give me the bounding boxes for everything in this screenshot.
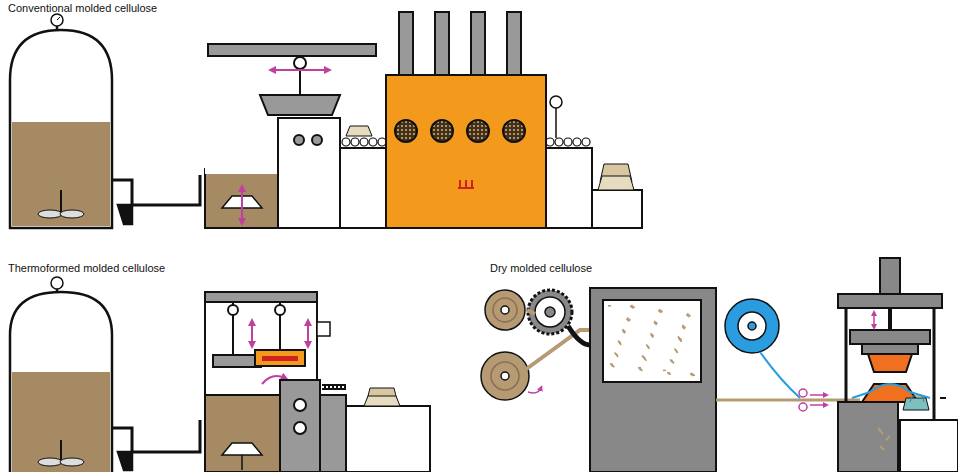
- fibre-particle: [688, 315, 691, 318]
- fibre-particle: [614, 352, 617, 355]
- fibre-particle: [638, 367, 641, 369]
- output-station: [546, 96, 642, 228]
- section-heading: Dry molded cellulose: [490, 262, 592, 274]
- fibre-particle: [687, 314, 690, 317]
- web-roll: [716, 299, 860, 411]
- fibre-particle: [674, 348, 677, 351]
- section-heading: Conventional molded cellulose: [8, 2, 157, 14]
- pulp-tank: [10, 277, 200, 472]
- fibre-particle: [658, 309, 661, 312]
- fibre-particle: [680, 339, 682, 342]
- section-heading: Thermoformed molded cellulose: [8, 262, 165, 274]
- fibre-particle: [683, 326, 686, 329]
- fibre-particle: [618, 341, 620, 344]
- fibre-particle: [670, 359, 673, 361]
- fibre-particle: [651, 334, 653, 337]
- fibre-particle: [618, 340, 621, 343]
- fibre-particle: [650, 333, 652, 336]
- fibre-particles: [608, 305, 695, 377]
- fibre-particle: [677, 336, 679, 339]
- fibre-particle: [682, 325, 684, 328]
- fibre-particle: [663, 369, 666, 371]
- fibre-particle: [671, 361, 674, 364]
- fibre-particle: [653, 320, 656, 323]
- fibre-rolls: [481, 290, 590, 400]
- fibre-particle: [652, 335, 654, 338]
- fibre-particle: [622, 329, 624, 332]
- fibre-particle: [610, 363, 613, 365]
- fibre-particle: [623, 330, 625, 333]
- fibre-particle: [611, 365, 614, 368]
- pulp-tank: [10, 14, 200, 228]
- fibre-particle: [670, 360, 673, 363]
- fibre-particle: [615, 353, 618, 356]
- fibre-particle: [642, 356, 645, 359]
- fibre-particle: [675, 349, 678, 352]
- fibre-particle: [641, 355, 644, 358]
- fibre-particle: [623, 330, 626, 333]
- thermoforming-machine: [205, 292, 430, 472]
- forming-machine: [278, 118, 386, 228]
- fibre-particle: [630, 305, 633, 308]
- fibre-particle: [639, 368, 642, 370]
- hot-press: [838, 258, 958, 472]
- fibre-particle: [611, 364, 614, 366]
- forming-vat: [205, 168, 278, 228]
- fibre-particle: [628, 319, 631, 322]
- fibre-particle: [655, 322, 658, 325]
- fibre-particle: [678, 337, 680, 340]
- fibre-particle: [626, 317, 629, 320]
- fibre-particle: [690, 373, 693, 376]
- fibre-particle: [646, 344, 649, 347]
- fibre-particle: [668, 373, 671, 375]
- fibre-particle: [667, 372, 670, 374]
- drying-oven: [386, 12, 546, 228]
- fibre-particle: [659, 310, 662, 313]
- fibre-particle: [686, 313, 689, 316]
- transfer-gantry: [208, 44, 376, 115]
- fibre-particle: [682, 325, 685, 328]
- fibre-particle: [647, 345, 650, 348]
- fibre-particle: [654, 321, 657, 324]
- fibre-particle: [627, 318, 630, 321]
- defibrator-cabinet: [590, 288, 716, 472]
- fibre-particle: [640, 369, 643, 371]
- fibre-particle: [608, 305, 611, 307]
